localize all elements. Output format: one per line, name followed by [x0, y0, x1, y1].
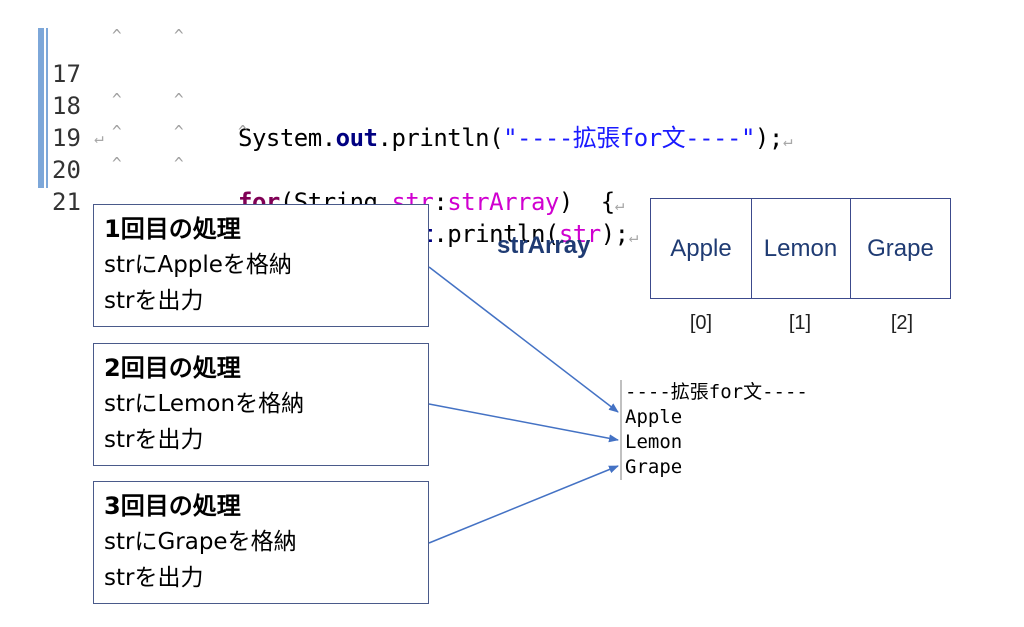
iteration-title: 3回目の処理	[104, 492, 241, 520]
code-token: .println(	[433, 220, 559, 248]
line-number: 18	[52, 92, 81, 120]
code-token: "----拡張for文----"	[503, 124, 755, 152]
arrow-to-grape	[428, 465, 619, 544]
iteration-title: 1回目の処理	[104, 215, 241, 243]
iteration-step: strにLemonを格納	[104, 391, 305, 417]
line-number: 19	[52, 124, 81, 152]
code-token: System.	[238, 124, 336, 152]
code-token: );	[600, 220, 629, 248]
iteration-step: strにAppleを格納	[104, 252, 292, 278]
console-output: ----拡張for文---- Apple Lemon Grape	[620, 380, 860, 480]
newline-marker: ↵	[782, 131, 793, 150]
code-line-17: 17 ^^ System.out.println("----拡張for文----…	[52, 26, 792, 152]
array-index-0: [0]	[689, 312, 713, 334]
arrow-to-apple	[428, 266, 619, 413]
editor-gutter-bar	[38, 28, 44, 188]
iteration-box-3: 3回目の処理 strにGrapeを格納 strを出力	[93, 481, 429, 604]
array-index-1: [1]	[788, 312, 812, 334]
code-token: :	[433, 188, 448, 216]
iteration-step: strを出力	[104, 427, 204, 453]
iteration-box-1: 1回目の処理 strにAppleを格納 strを出力	[93, 204, 429, 327]
code-token: );	[754, 124, 783, 152]
newline-marker: ↵	[614, 195, 625, 214]
code-token: .println(	[377, 124, 504, 152]
console-line: ----拡張for文----	[625, 381, 808, 403]
code-token: strArray	[447, 188, 559, 216]
array-cell-1: Lemon	[751, 198, 851, 299]
console-border	[620, 380, 622, 480]
iteration-step: strを出力	[104, 288, 204, 314]
array-cell-2: Grape	[850, 198, 951, 299]
line-number: 17	[52, 60, 81, 88]
array-cell-0: Apple	[650, 198, 752, 299]
code-token: out	[335, 124, 378, 152]
console-line: Apple	[625, 406, 683, 428]
arrow-to-lemon	[428, 403, 619, 443]
code-token: str	[558, 220, 601, 248]
iteration-title: 2回目の処理	[104, 354, 241, 382]
iteration-box-2: 2回目の処理 strにLemonを格納 strを出力	[93, 343, 429, 466]
iteration-step: strを出力	[104, 565, 204, 591]
code-token: ) {	[558, 188, 615, 216]
iteration-step: strにGrapeを格納	[104, 529, 297, 555]
line-number: 21	[52, 188, 81, 216]
code-line-18: 18 ↵	[52, 92, 104, 147]
editor-gutter-bar-thin	[46, 28, 48, 188]
newline-marker: ↵	[628, 227, 639, 246]
array-index-2: [2]	[890, 312, 914, 334]
array-label: strArray	[497, 232, 591, 259]
line-number: 20	[52, 156, 81, 184]
code-text: System.out.println("----拡張for文----");↵	[238, 122, 792, 157]
console-line: Grape	[625, 456, 683, 478]
console-line: Lemon	[625, 431, 683, 453]
